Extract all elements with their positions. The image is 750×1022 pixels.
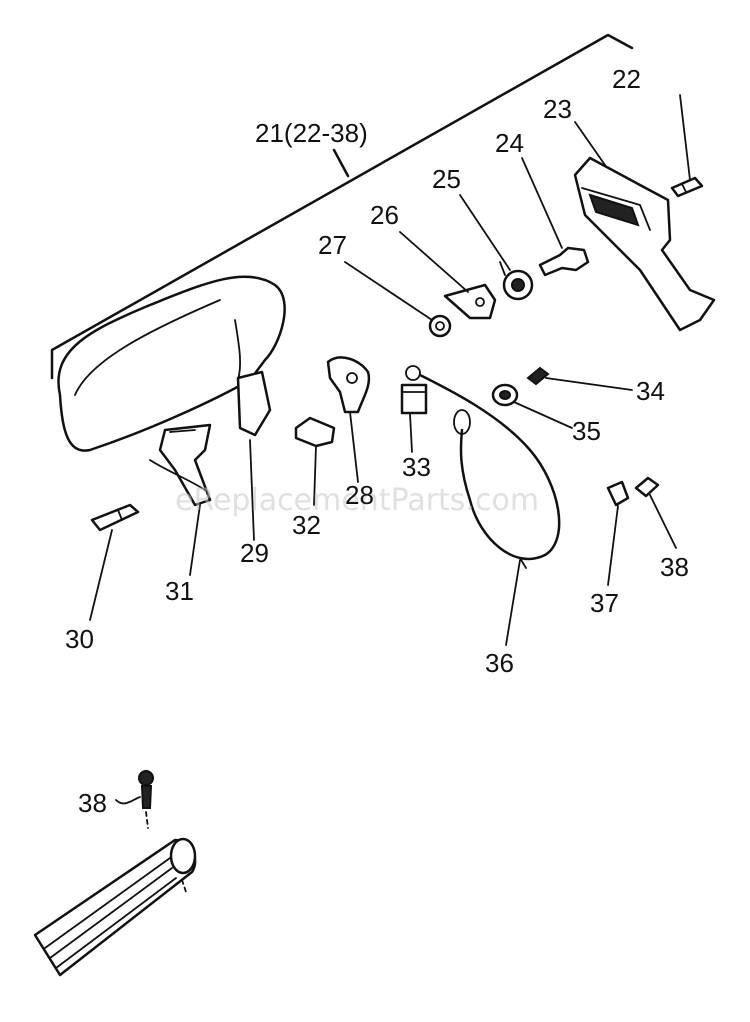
part-37 bbox=[606, 480, 630, 507]
handle-grip bbox=[57, 275, 286, 452]
throttle-cable bbox=[405, 365, 561, 569]
screw-22 bbox=[670, 176, 704, 198]
label-31: 31 bbox=[165, 576, 194, 606]
label-34: 34 bbox=[636, 376, 665, 406]
label-32: 32 bbox=[292, 510, 321, 540]
part-32 bbox=[294, 416, 336, 448]
watermark: eReplacementParts.com bbox=[175, 483, 539, 518]
screw-38-lower bbox=[138, 770, 154, 829]
screw-24 bbox=[538, 246, 590, 277]
screw-34 bbox=[526, 366, 550, 386]
label-21: 21(22-38) bbox=[255, 118, 368, 148]
washer-35 bbox=[491, 383, 519, 407]
label-29: 29 bbox=[240, 538, 269, 568]
switch-housing bbox=[573, 156, 716, 332]
leader-lines bbox=[89, 94, 691, 805]
label-22: 22 bbox=[612, 64, 641, 94]
part-27 bbox=[428, 314, 452, 338]
label-33: 33 bbox=[402, 452, 431, 482]
label-36: 36 bbox=[485, 648, 514, 678]
label-23: 23 bbox=[543, 94, 572, 124]
screw-38-upper bbox=[634, 476, 660, 498]
label-24: 24 bbox=[495, 128, 524, 158]
nut-25 bbox=[499, 261, 534, 301]
label-37: 37 bbox=[590, 588, 619, 618]
label-26: 26 bbox=[370, 200, 399, 230]
pin-30 bbox=[90, 503, 140, 532]
handlebar-shaft bbox=[33, 837, 197, 977]
part-26 bbox=[443, 283, 497, 320]
throttle-lever bbox=[149, 423, 212, 507]
label-38-upper: 38 bbox=[660, 552, 689, 582]
label-38-lower: 38 bbox=[78, 788, 107, 818]
label-28: 28 bbox=[345, 480, 374, 510]
label-30: 30 bbox=[65, 624, 94, 654]
part-28 bbox=[326, 356, 371, 414]
label-25: 25 bbox=[432, 164, 461, 194]
label-27: 27 bbox=[318, 230, 347, 260]
part-33 bbox=[400, 383, 428, 415]
callout-labels: 21(22-38) 22 23 24 25 26 27 28 29 30 31 … bbox=[65, 64, 689, 818]
label-35: 35 bbox=[572, 416, 601, 446]
assembly-bracket bbox=[50, 33, 634, 380]
